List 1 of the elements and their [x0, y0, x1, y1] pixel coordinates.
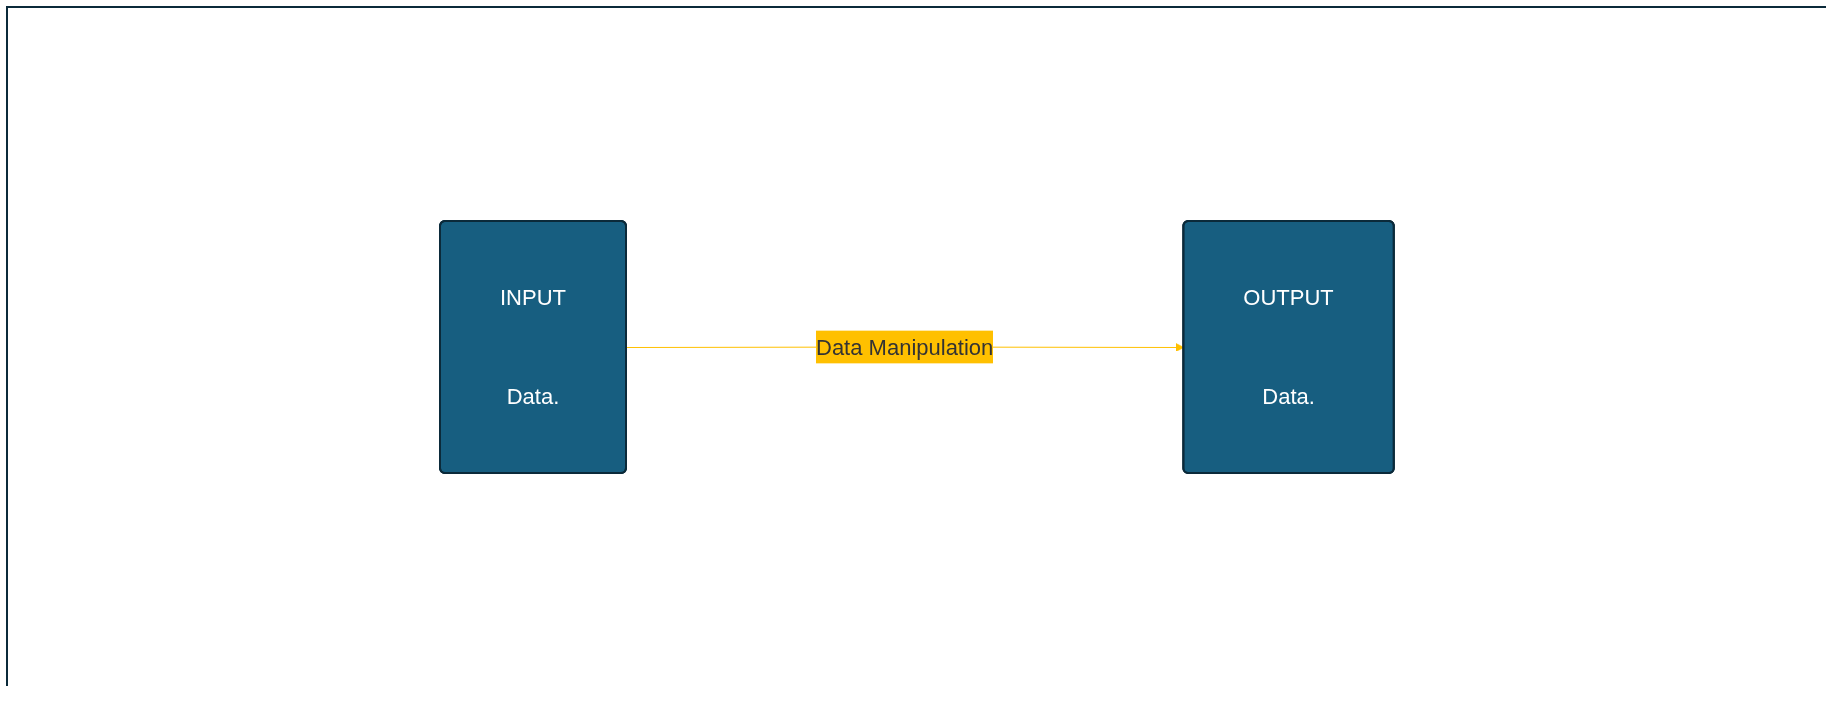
edge-label: Data Manipulation — [816, 334, 994, 360]
